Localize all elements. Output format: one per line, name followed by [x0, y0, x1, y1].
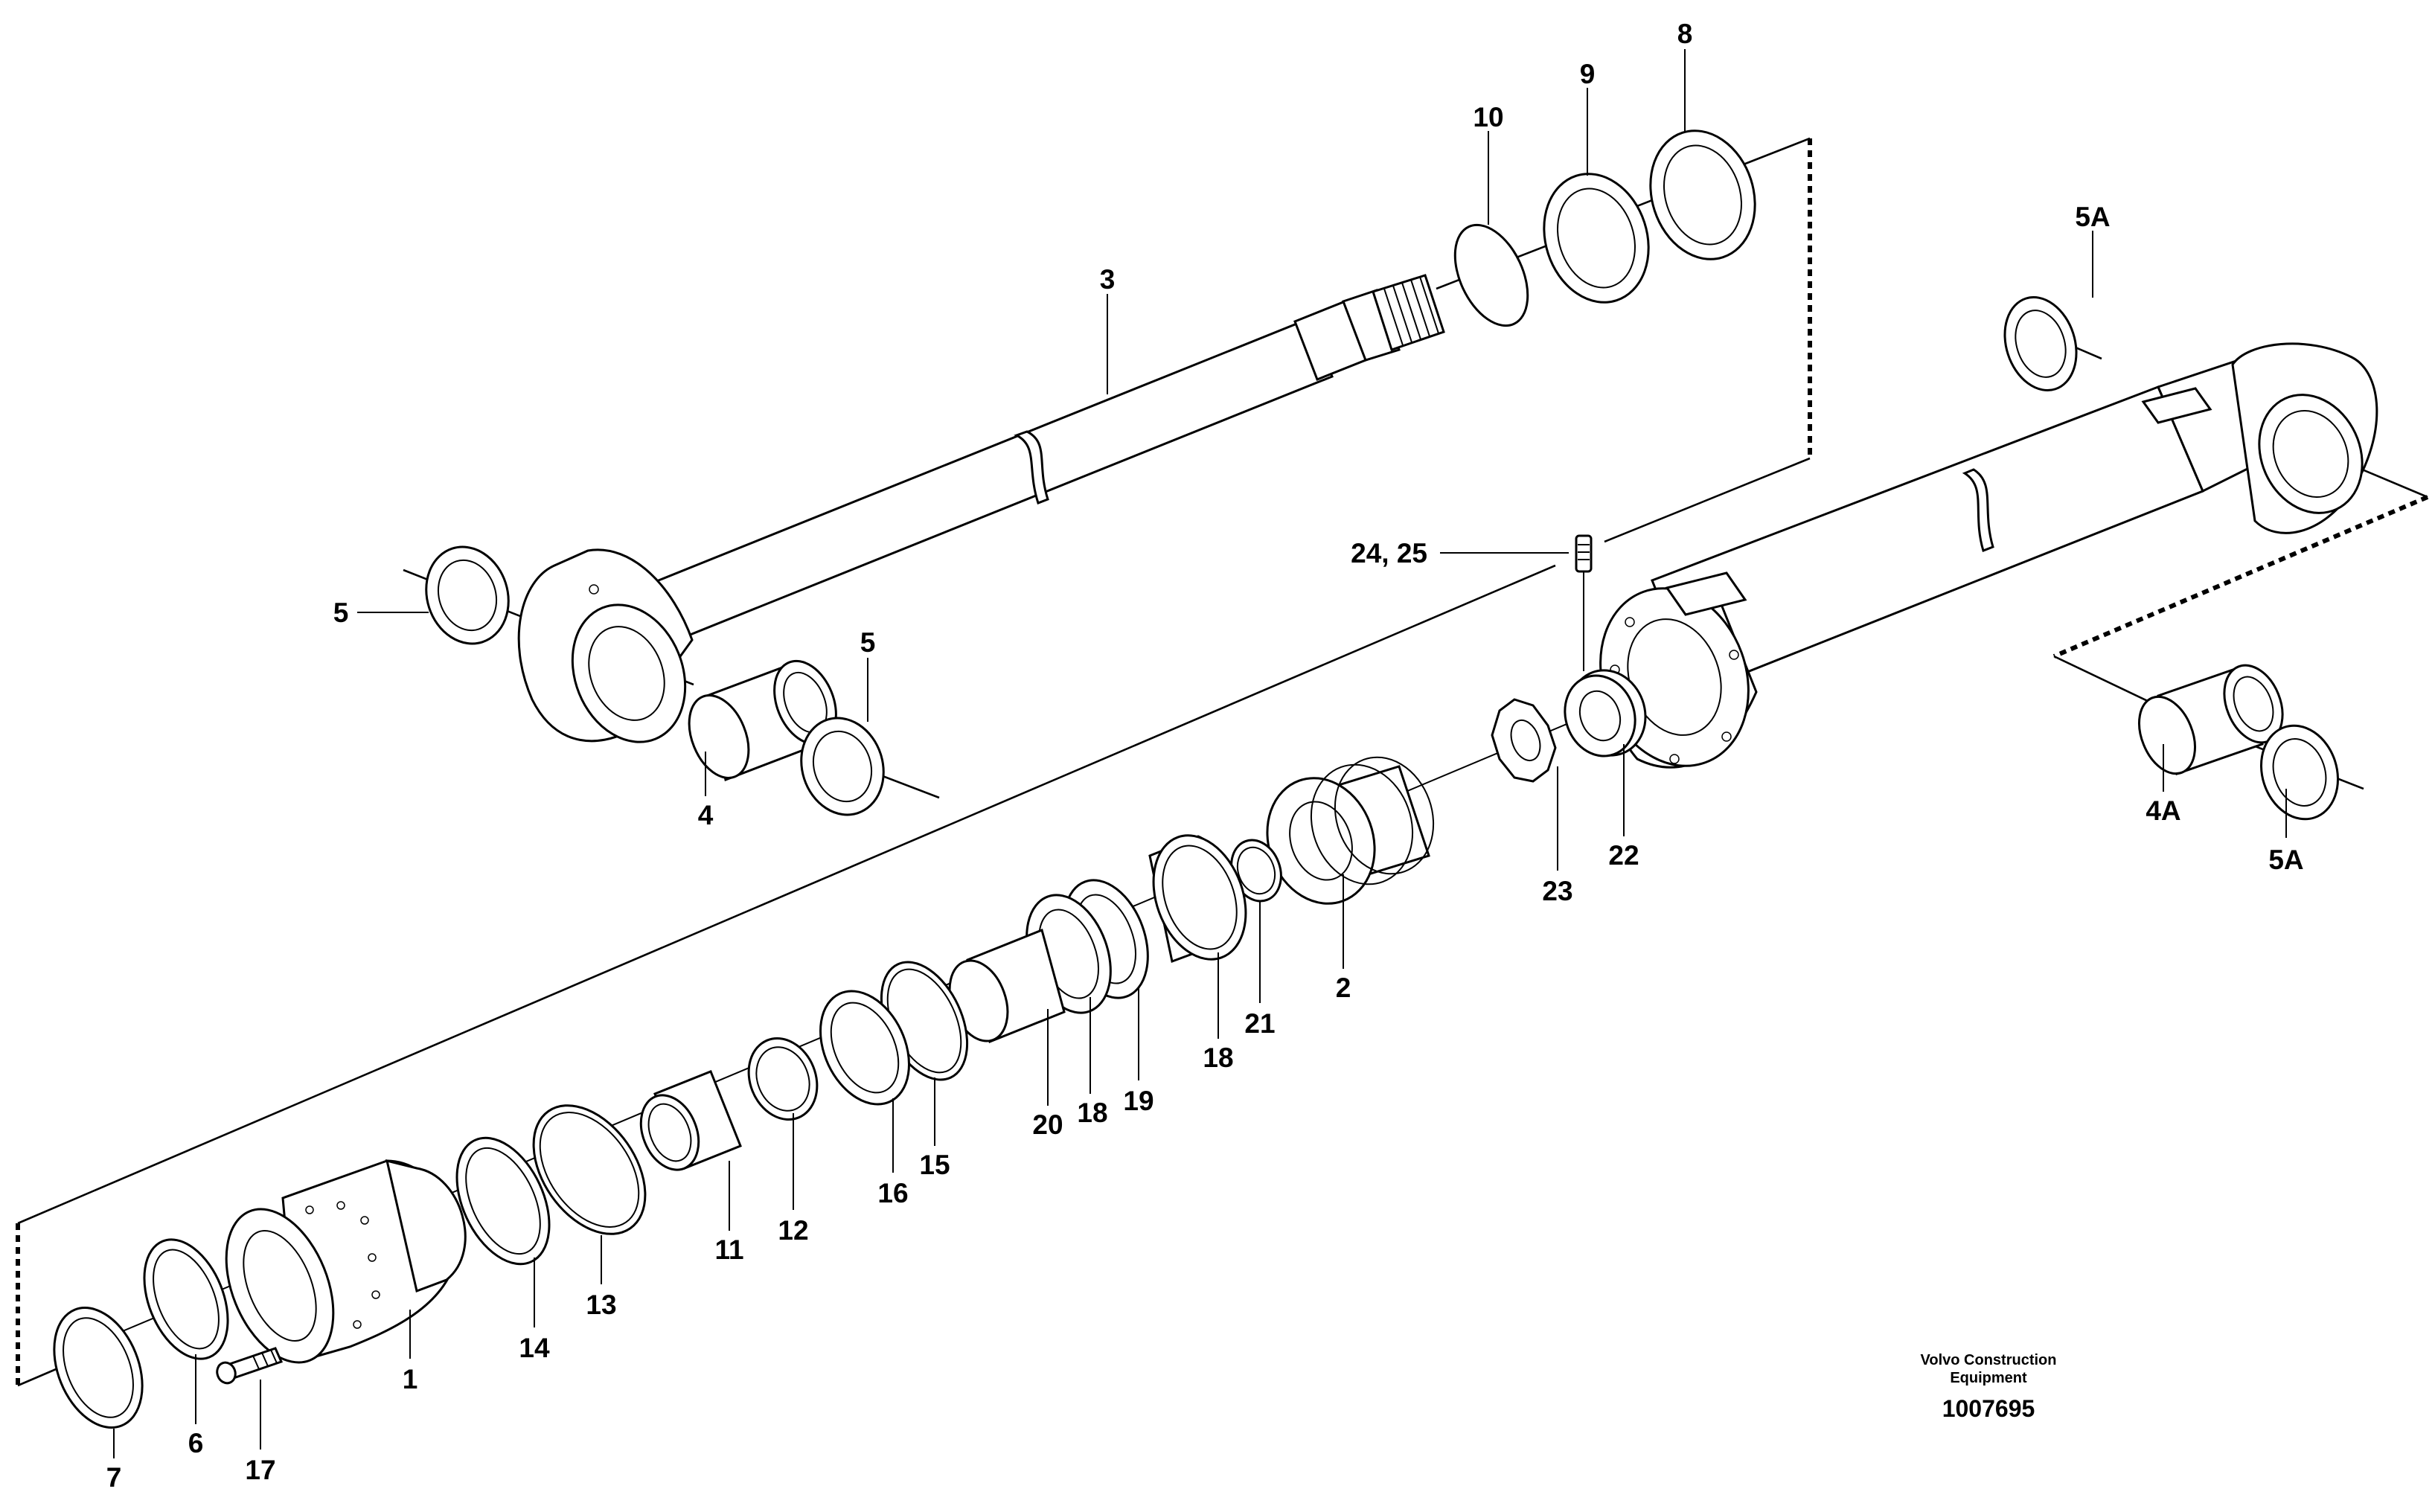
seal-9	[1543, 173, 1650, 304]
ring-14	[455, 1136, 551, 1266]
label-15: 15	[919, 1150, 950, 1180]
seal-5-left	[425, 545, 510, 645]
ring-10	[1453, 223, 1529, 327]
label-16: 16	[877, 1178, 908, 1208]
label-12: 12	[778, 1215, 808, 1246]
rod-thread	[1383, 276, 1439, 346]
ring-6	[143, 1238, 229, 1360]
label-7: 7	[106, 1462, 122, 1493]
label-5-right: 5	[860, 627, 876, 658]
label-6: 6	[188, 1428, 204, 1458]
ring-12	[747, 1037, 819, 1121]
lock-washer-23	[1491, 698, 1557, 783]
caption-company: Volvo Construction	[1921, 1352, 2057, 1368]
piston-2	[1266, 756, 1435, 905]
label-2: 2	[1336, 973, 1351, 1003]
label-19: 19	[1123, 1086, 1153, 1116]
label-14: 14	[519, 1333, 550, 1363]
label-18-right: 18	[1203, 1042, 1233, 1073]
label-13: 13	[586, 1290, 616, 1320]
bolt-17	[216, 1347, 284, 1385]
label-5a-top: 5A	[2075, 202, 2110, 232]
label-18-left: 18	[1077, 1098, 1107, 1128]
label-4: 4	[698, 800, 714, 830]
label-1: 1	[403, 1364, 418, 1394]
ring-7	[53, 1307, 144, 1429]
dashed-connection-lines	[16, 138, 2429, 1386]
o-ring-21	[1230, 839, 1282, 903]
label-21: 21	[1244, 1008, 1275, 1039]
ring-18-right	[1148, 834, 1247, 964]
label-10: 10	[1473, 102, 1503, 132]
bushing-4a	[2138, 664, 2284, 775]
piston-rod-assembly	[517, 274, 1445, 743]
label-5-left: 5	[333, 598, 349, 628]
diagram-caption: Volvo Construction Equipment 1007695	[1921, 1352, 2057, 1422]
label-24-25: 24, 25	[1351, 538, 1427, 568]
caption-company-line2: Equipment	[1950, 1370, 2027, 1386]
nut-22	[1564, 669, 1647, 757]
bushing-11	[639, 1070, 742, 1171]
o-ring-13	[532, 1104, 647, 1235]
leader-lines	[113, 49, 2287, 1458]
label-17: 17	[245, 1455, 275, 1485]
caption-drawing-number: 1007695	[1942, 1395, 2035, 1422]
label-4a: 4A	[2146, 795, 2180, 826]
label-11: 11	[714, 1234, 743, 1265]
label-5a-bottom: 5A	[2268, 845, 2303, 875]
part-labels: 3 10 9 8 5A 5 5 4 4A 5A 24, 25 22 23 2 2…	[106, 19, 2304, 1493]
label-3: 3	[1100, 264, 1116, 295]
set-screw-24-25	[1575, 534, 1593, 573]
ring-16	[819, 990, 910, 1106]
label-9: 9	[1580, 59, 1596, 89]
seal-5-right	[800, 717, 885, 816]
cylinder-head-1	[225, 1159, 467, 1364]
seal-5a-top	[2003, 295, 2078, 392]
label-8: 8	[1677, 19, 1693, 49]
label-23: 23	[1542, 876, 1572, 906]
label-20: 20	[1032, 1109, 1063, 1140]
seal-8	[1649, 129, 1756, 260]
label-22: 22	[1608, 840, 1639, 871]
